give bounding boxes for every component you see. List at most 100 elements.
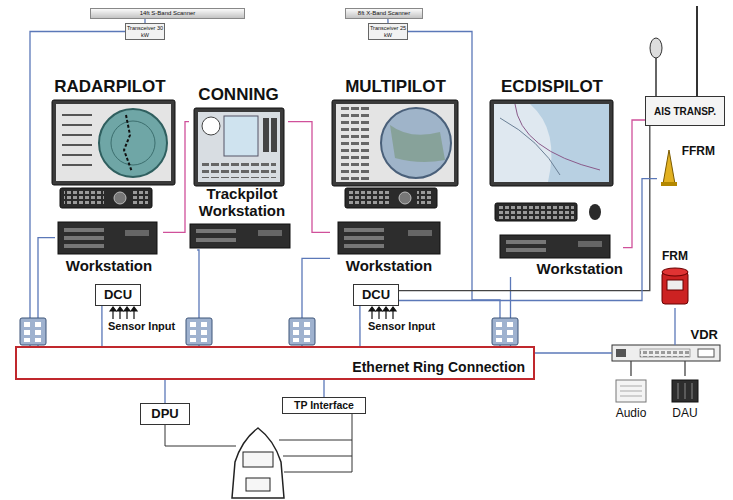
network-switch [20,318,46,345]
network-switch [304,322,310,327]
control-panel [498,205,574,219]
node-label: DAU [672,407,697,420]
monitor-display: MULTIPILOT [326,78,465,188]
network-switch [289,318,315,345]
cable-line [684,361,685,376]
dau-icon [685,383,686,399]
node-label: Workstation [537,261,623,278]
node-label: Ethernet Ring Connection [352,360,525,375]
radar-monitor [62,164,92,166]
node-label: RADARPILOT [54,78,165,97]
workstation-unit [58,222,610,258]
vdr-unit [612,345,720,361]
workstation-unit [64,236,104,240]
ais-antenna [655,58,657,96]
sensor-arrows [376,307,382,311]
node-label: 8ft X-Band Scanner [358,10,410,17]
workstation-unit [258,230,282,236]
network-switch [35,322,41,327]
ffrm-icon [661,150,677,186]
control-panel [64,191,104,205]
network-switch [190,330,196,335]
ais-box: AIS TRANSP. [645,96,725,126]
control-panel [345,188,437,208]
radar-monitor [124,115,132,172]
ais-antenna [650,38,662,58]
dau-icon [672,380,698,402]
workstation-unit [64,228,104,232]
control-panel [132,191,148,205]
multipilot-monitor [332,100,458,186]
ship [243,452,273,467]
ship [232,428,284,498]
network-switch [201,330,207,335]
multipilot-monitor [332,100,458,186]
node-label: DPU [151,407,178,421]
node-label: Trackpilot Workstation [186,186,298,219]
control-panel [114,192,126,204]
workstation-unit [125,230,149,236]
conning-monitor [202,117,220,135]
cable-line [164,380,165,403]
frm-icon [662,268,688,304]
control-panel [417,191,433,205]
frm-icon [662,272,688,304]
transceiver-box: Transceiver 30 kW [125,23,165,40]
network-switch [289,318,315,345]
radar-monitor [56,104,171,181]
network-switch [190,322,196,327]
ecdis-monitor [490,100,613,186]
network-switch [35,330,41,335]
node-label: TP Interface [294,400,354,412]
ffrm-icon [663,150,675,184]
node-label: MULTIPILOT [345,78,446,97]
cable-line [163,122,189,233]
audio-icon [620,396,642,397]
radar-monitor [62,144,92,146]
conning-monitor [194,108,284,186]
ecdis-monitor [515,104,600,170]
network-switch [293,338,299,342]
workstation: Trackpilot Workstation [186,186,298,250]
multipilot-monitor [336,104,454,182]
scanner-bar: 14ft S-Band Scanner [90,8,245,19]
ffrm-sensor: FFRM [657,145,715,187]
cable-line [399,126,650,291]
control-panel [495,203,577,221]
interface-box: TP Interface [282,397,366,414]
workstation-unit [500,235,610,258]
radar-monitor [62,154,92,156]
ship-wires [283,456,352,457]
sensor-arrows [124,307,130,311]
network-switch [186,318,212,345]
ship [232,428,284,498]
ship-wires [279,440,352,441]
node-label: VDR [691,328,718,342]
ecdis-monitor [500,118,560,175]
cable-line [288,122,330,233]
cable-line [623,120,645,248]
control-panel [60,188,152,208]
sensor-arrows [110,307,116,311]
sensor-label: Sensor Input [108,320,175,332]
ship-wires [352,414,353,472]
cable-line [535,352,612,353]
network-switch [201,338,207,342]
ship-wires [284,472,352,473]
node-label: 14ft S-Band Scanner [140,10,196,17]
control-panel [60,188,601,221]
workstation-unit [196,229,236,233]
sensor-label: Sensor Input [368,320,435,332]
vdr-unit [616,349,626,357]
vdr-unit [698,349,714,357]
cable-line [302,258,330,346]
multipilot-monitor [339,106,369,180]
sensor-arrows [383,307,389,311]
dpu-box: DPU [140,403,190,425]
cable-line [359,306,360,346]
cable-line [323,380,324,397]
node-label: FFRM [682,145,715,158]
cable-line [674,308,675,345]
